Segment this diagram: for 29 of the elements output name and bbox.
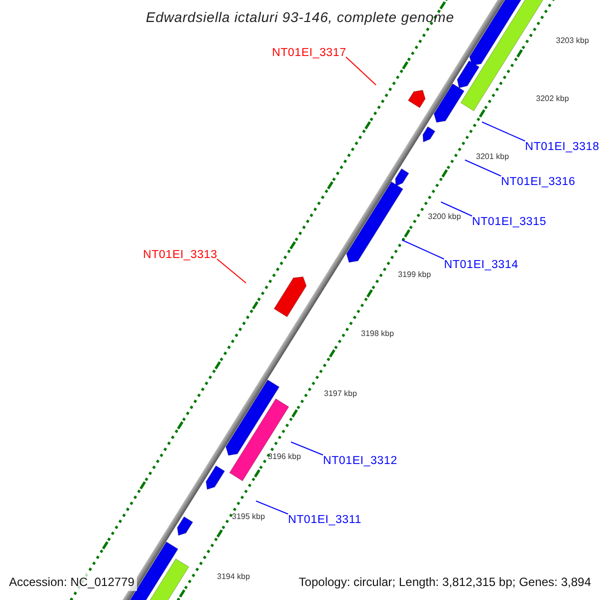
leader-line [464, 160, 502, 176]
scale-label: 3203 kbp [556, 36, 589, 45]
accession-text: Accession: NC_012779 [6, 574, 138, 591]
title: Edwardsiella ictaluri 93-146, complete genome [144, 9, 456, 25]
leader-line [290, 442, 324, 456]
leader-line [216, 258, 246, 284]
leader-line [346, 56, 376, 86]
gene-label: NT01EI_3318 [525, 141, 600, 154]
gene-label: NT01EI_3317 [272, 47, 346, 60]
gene-label: NT01EI_3312 [323, 455, 398, 468]
leader-line [482, 122, 526, 142]
leader-line [256, 500, 288, 514]
gene-label: NT01EI_3311 [288, 514, 362, 527]
gene-label: NT01EI_3314 [444, 259, 518, 272]
scale-label: 3199 kbp [398, 270, 431, 279]
scale-label: 3201 kbp [476, 152, 509, 161]
leader-line [440, 202, 472, 216]
scale-label: 3196 kbp [268, 452, 301, 461]
genome-info-text: Topology: circular; Length: 3,812,315 bp; Genes: 3,894 [298, 574, 592, 591]
scale-label: 3198 kbp [361, 329, 394, 338]
gene-label: NT01EI_3313 [143, 249, 218, 262]
scale-label: 3202 kbp [536, 94, 569, 103]
gene-label: NT01EI_3316 [501, 176, 576, 189]
gene-label: NT01EI_3315 [472, 216, 546, 229]
scale-label: 3200 kbp [428, 212, 461, 221]
scale-label: 3195 kbp [232, 512, 265, 521]
scale-label: 3194 kbp [217, 572, 250, 581]
scale-label: 3197 kbp [324, 389, 357, 398]
leader-line [402, 240, 444, 260]
